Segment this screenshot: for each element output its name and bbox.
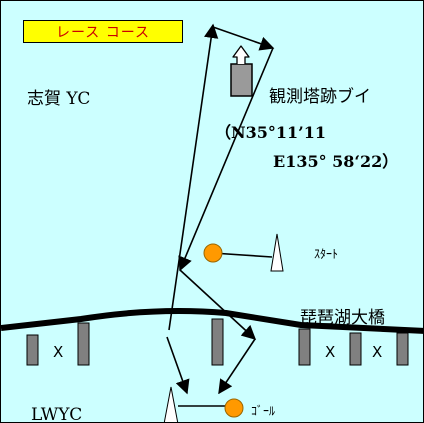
start-label: ｽﾀｰﾄ	[314, 247, 339, 261]
course-leg-upwind-left	[168, 23, 219, 331]
start-flag-icon	[270, 233, 284, 272]
coordinate-east-label: E135° 58‘22）	[273, 152, 399, 171]
course-leg-down-right	[178, 47, 274, 272]
bridge-pier	[396, 332, 409, 366]
map-title: レース コース	[55, 24, 151, 41]
course-leg-to-goal-right	[218, 338, 256, 395]
bridge-piers	[26, 318, 409, 366]
bridge-pier	[77, 322, 90, 366]
shiga-yc-label: 志賀 YC	[27, 89, 91, 109]
pier-x-marker: X	[325, 343, 336, 361]
lwyc-label: LWYC	[31, 405, 83, 423]
course-leg-to-bridge-right	[179, 269, 257, 340]
bridge-label: 琵琶湖大橋	[300, 308, 385, 328]
coordinate-north-label: （N35°11’11	[215, 123, 326, 142]
bridge-pier	[298, 328, 311, 366]
tower-buoy-label: 観測塔跡ブイ	[269, 87, 371, 107]
pier-x-marker: X	[53, 343, 64, 361]
start-line	[212, 252, 273, 258]
pier-x-marker: X	[372, 343, 383, 361]
bridge-pier	[211, 318, 224, 366]
course-leg-left-down	[166, 336, 190, 395]
course-lines	[166, 23, 275, 407]
start-buoy-icon	[203, 243, 223, 263]
course-leg-top-cross	[212, 26, 275, 51]
goal-buoy-icon	[224, 398, 244, 418]
observation-tower-icon	[230, 45, 253, 97]
title-box: レース コース	[23, 20, 183, 43]
goal-label: ｺﾞｰﾙ	[251, 404, 276, 418]
goal-flag-icon	[163, 386, 179, 422]
bridge-pier	[26, 334, 39, 366]
bridge-pier	[349, 332, 362, 366]
